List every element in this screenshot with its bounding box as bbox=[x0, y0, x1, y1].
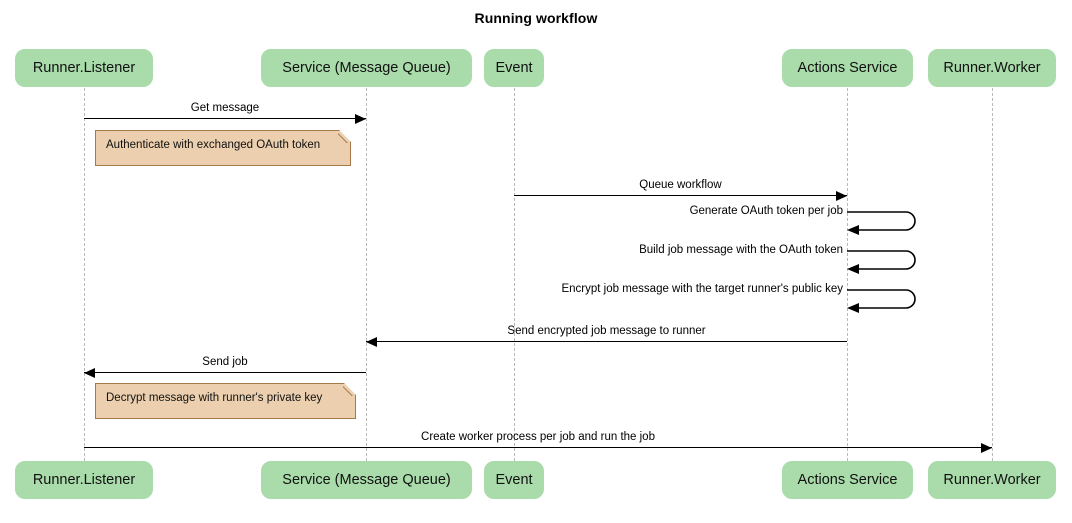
message-arrowhead bbox=[84, 368, 95, 378]
self-message-loop bbox=[847, 211, 923, 242]
page-title: Running workflow bbox=[474, 10, 598, 26]
participant-runner-worker[interactable]: Runner.Worker bbox=[928, 49, 1056, 87]
participant-label: Event bbox=[495, 60, 533, 76]
lifeline-service-message-queue bbox=[366, 88, 367, 461]
participant-label: Service (Message Queue) bbox=[282, 472, 451, 488]
lifeline-event bbox=[514, 88, 515, 461]
participant-label: Event bbox=[495, 472, 533, 488]
note-fold-corner-icon bbox=[344, 383, 356, 395]
message-arrowhead bbox=[355, 114, 366, 124]
message-label: Get message bbox=[190, 102, 260, 114]
note-decrypt-message-with-runners-private-key: Decrypt message with runner's private ke… bbox=[95, 383, 356, 419]
participant-actions-service[interactable]: Actions Service bbox=[782, 461, 913, 499]
message-label: Send encrypted job message to runner bbox=[507, 325, 706, 337]
message-label: Queue workflow bbox=[639, 179, 722, 191]
participant-label: Runner.Listener bbox=[32, 472, 136, 488]
lifeline-actions-service bbox=[847, 88, 848, 461]
message-label: Create worker process per job and run th… bbox=[421, 431, 655, 443]
message-arrowhead bbox=[366, 337, 377, 347]
note-authenticate-with-exchanged-oauth-token: Authenticate with exchanged OAuth token bbox=[95, 130, 351, 166]
message-line bbox=[366, 341, 847, 342]
message-label: Build job message with the OAuth token bbox=[639, 244, 843, 256]
participant-event[interactable]: Event bbox=[484, 49, 544, 87]
participant-label: Runner.Listener bbox=[32, 60, 136, 76]
message-line bbox=[84, 118, 366, 119]
note-fold-corner-icon bbox=[339, 130, 351, 142]
participant-label: Actions Service bbox=[797, 60, 898, 76]
participant-actions-service[interactable]: Actions Service bbox=[782, 49, 913, 87]
self-message-loop bbox=[847, 250, 923, 281]
participant-label: Service (Message Queue) bbox=[282, 60, 451, 76]
participant-service-message-queue[interactable]: Service (Message Queue) bbox=[261, 49, 472, 87]
participant-label: Actions Service bbox=[797, 472, 898, 488]
participant-label: Runner.Worker bbox=[943, 60, 1041, 76]
participant-runner-worker[interactable]: Runner.Worker bbox=[928, 461, 1056, 499]
message-line bbox=[514, 195, 847, 196]
participant-event[interactable]: Event bbox=[484, 461, 544, 499]
message-arrowhead bbox=[836, 191, 847, 201]
message-label: Encrypt job message with the target runn… bbox=[561, 283, 843, 295]
message-line bbox=[84, 372, 366, 373]
lifeline-runner-worker bbox=[992, 88, 993, 461]
participant-service-message-queue[interactable]: Service (Message Queue) bbox=[261, 461, 472, 499]
lifeline-runner-listener bbox=[84, 88, 85, 461]
participant-runner-listener[interactable]: Runner.Listener bbox=[15, 49, 153, 87]
self-message-loop bbox=[847, 289, 923, 320]
message-line bbox=[84, 447, 992, 448]
message-arrowhead bbox=[981, 443, 992, 453]
participant-runner-listener[interactable]: Runner.Listener bbox=[15, 461, 153, 499]
message-label: Generate OAuth token per job bbox=[689, 205, 843, 217]
note-label: Authenticate with exchanged OAuth token bbox=[106, 139, 321, 151]
message-label: Send job bbox=[202, 356, 248, 368]
note-label: Decrypt message with runner's private ke… bbox=[106, 392, 323, 404]
participant-label: Runner.Worker bbox=[943, 472, 1041, 488]
